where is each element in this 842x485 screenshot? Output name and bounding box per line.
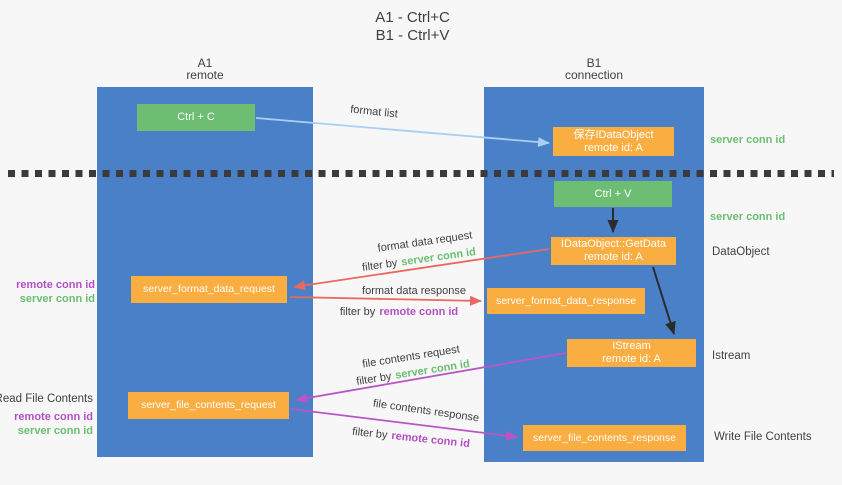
remote-conn-id-text: remote conn id [390,429,471,451]
filter-by-text: filter by [355,370,393,388]
right-label-write-file-contents: Write File Contents [714,431,812,443]
node-idataobject-getdata: IDataObject::GetData remote id: A [551,237,676,265]
right-label-istream: Istream [712,350,751,362]
left-label-server-conn-id-bottom: server conn id [17,425,93,437]
left-label-group-file: remote conn id server conn id [14,410,93,438]
left-label-group-format: remote conn id server conn id [16,278,95,306]
format-request-label: server_format_data_request [143,283,275,295]
right-label-server-conn-id-top: server conn id [710,134,786,146]
node-istream: IStream remote id: A [567,339,696,367]
ctrl-c-label: Ctrl + C [177,111,215,123]
file-response-label: server_file_contents_response [532,431,676,444]
left-label-read-file-contents: Read File Contents [0,393,93,405]
node-server-file-contents-request: server_file_contents_request [128,392,289,419]
lane-header-a1: A1 remote [97,57,313,81]
node-server-format-data-request: server_format_data_request [131,276,287,303]
left-label-remote-conn-id-top: remote conn id [16,279,95,291]
ctrl-v-label: Ctrl + V [594,187,632,200]
diagram-title: A1 - Ctrl+C B1 - Ctrl+V [335,9,490,45]
save-idataobject-line1: 保存IDataObject [573,128,654,141]
label-format-data-response: format data response [362,285,466,297]
left-label-server-conn-id-top: server conn id [19,293,95,305]
section-divider-dotted-line [8,170,834,177]
lane-a1-name: A1 [197,56,213,70]
file-request-label: server_file_contents_request [141,399,276,411]
right-label-server-conn-id-mid: server conn id [710,211,786,223]
getdata-line1: IDataObject::GetData [560,238,667,250]
label-file-contents-response: file contents response [372,397,480,425]
save-idataobject-line2: remote id: A [584,141,643,154]
lane-a1-subtitle: remote [186,68,224,82]
node-server-file-contents-response: server_file_contents_response [523,425,686,451]
lane-header-b1: B1 connection [484,57,704,81]
filter-by-text: filter by [351,425,389,442]
node-ctrl-c: Ctrl + C [137,104,255,131]
node-server-format-data-response: server_format_data_response [487,288,645,314]
right-label-dataobject: DataObject [712,246,770,258]
remote-conn-id-text: remote conn id [379,306,459,318]
lane-b1-name: B1 [586,56,602,70]
title-line-a1: A1 - Ctrl+C [375,9,450,26]
node-ctrl-v: Ctrl + V [554,181,672,207]
left-label-remote-conn-id-bottom: remote conn id [14,411,93,423]
getdata-line2: remote id: A [584,251,643,263]
lane-b1-subtitle: connection [564,68,624,82]
istream-line1: IStream [612,340,651,352]
title-line-b1: B1 - Ctrl+V [375,27,450,44]
node-save-idataobject: 保存IDataObject remote id: A [553,127,674,156]
format-response-label: server_format_data_response [495,294,637,307]
filter-by-text: filter by [361,257,399,274]
label-format-list: format list [349,103,399,121]
arrow-format-data-response [289,295,482,306]
filter-by-text: filter by [339,306,376,318]
istream-line2: remote id: A [602,353,661,365]
